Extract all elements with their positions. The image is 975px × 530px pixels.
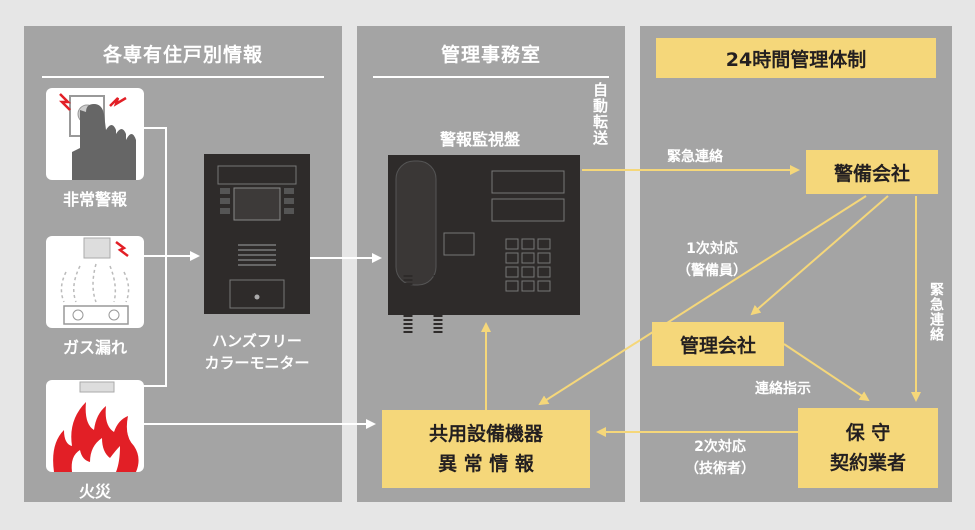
emergency-alarm-label: 非常警報 — [62, 190, 127, 209]
urgent-contact-vertical-label: 緊急連絡 — [928, 282, 944, 342]
residence-title: 各専有住戸別情報 — [102, 44, 263, 66]
first-response-line2: （警備員） — [677, 263, 747, 279]
support-title: 24時間管理体制 — [656, 38, 936, 78]
office-title: 管理事務室 — [440, 44, 541, 66]
shared-line1: 共用設備機器 — [428, 423, 543, 445]
maintenance-line1: 保 守 — [845, 422, 891, 444]
fire-label: 火災 — [78, 482, 111, 501]
gas-leak-label: ガス漏れ — [62, 338, 127, 357]
first-response-line1: 1次対応 — [686, 241, 738, 257]
residence-divider — [42, 76, 324, 78]
second-response-line2: （技術者） — [685, 461, 755, 477]
management-company-node: 管理会社 — [652, 322, 784, 366]
contact-instruction-label: 連絡指示 — [755, 381, 811, 397]
office-divider — [373, 76, 609, 78]
gas-leak-icon — [46, 236, 144, 328]
security-company-node: 警備会社 — [806, 150, 938, 194]
fire-icon — [46, 380, 144, 472]
monitor-label-line1: ハンズフリー — [212, 332, 302, 350]
shared-equipment-node: 共用設備機器 異 常 情 報 — [382, 410, 590, 488]
second-response-line1: 2次対応 — [694, 439, 746, 455]
emergency-alarm-icon — [46, 88, 144, 180]
auto-transfer-label: 自動転送 — [591, 82, 609, 146]
alarm-panel-label: 警報監視盤 — [439, 130, 520, 149]
urgent-contact-label: 緊急連絡 — [667, 149, 723, 165]
monitor-label-line2: カラーモニター — [204, 354, 310, 372]
alarm-panel-icon — [388, 155, 580, 333]
maintenance-line2: 契約業者 — [829, 452, 906, 474]
shared-line2: 異 常 情 報 — [438, 453, 534, 475]
maintenance-contractor-node: 保 守 契約業者 — [798, 408, 938, 488]
handsfree-monitor-icon — [204, 154, 310, 314]
